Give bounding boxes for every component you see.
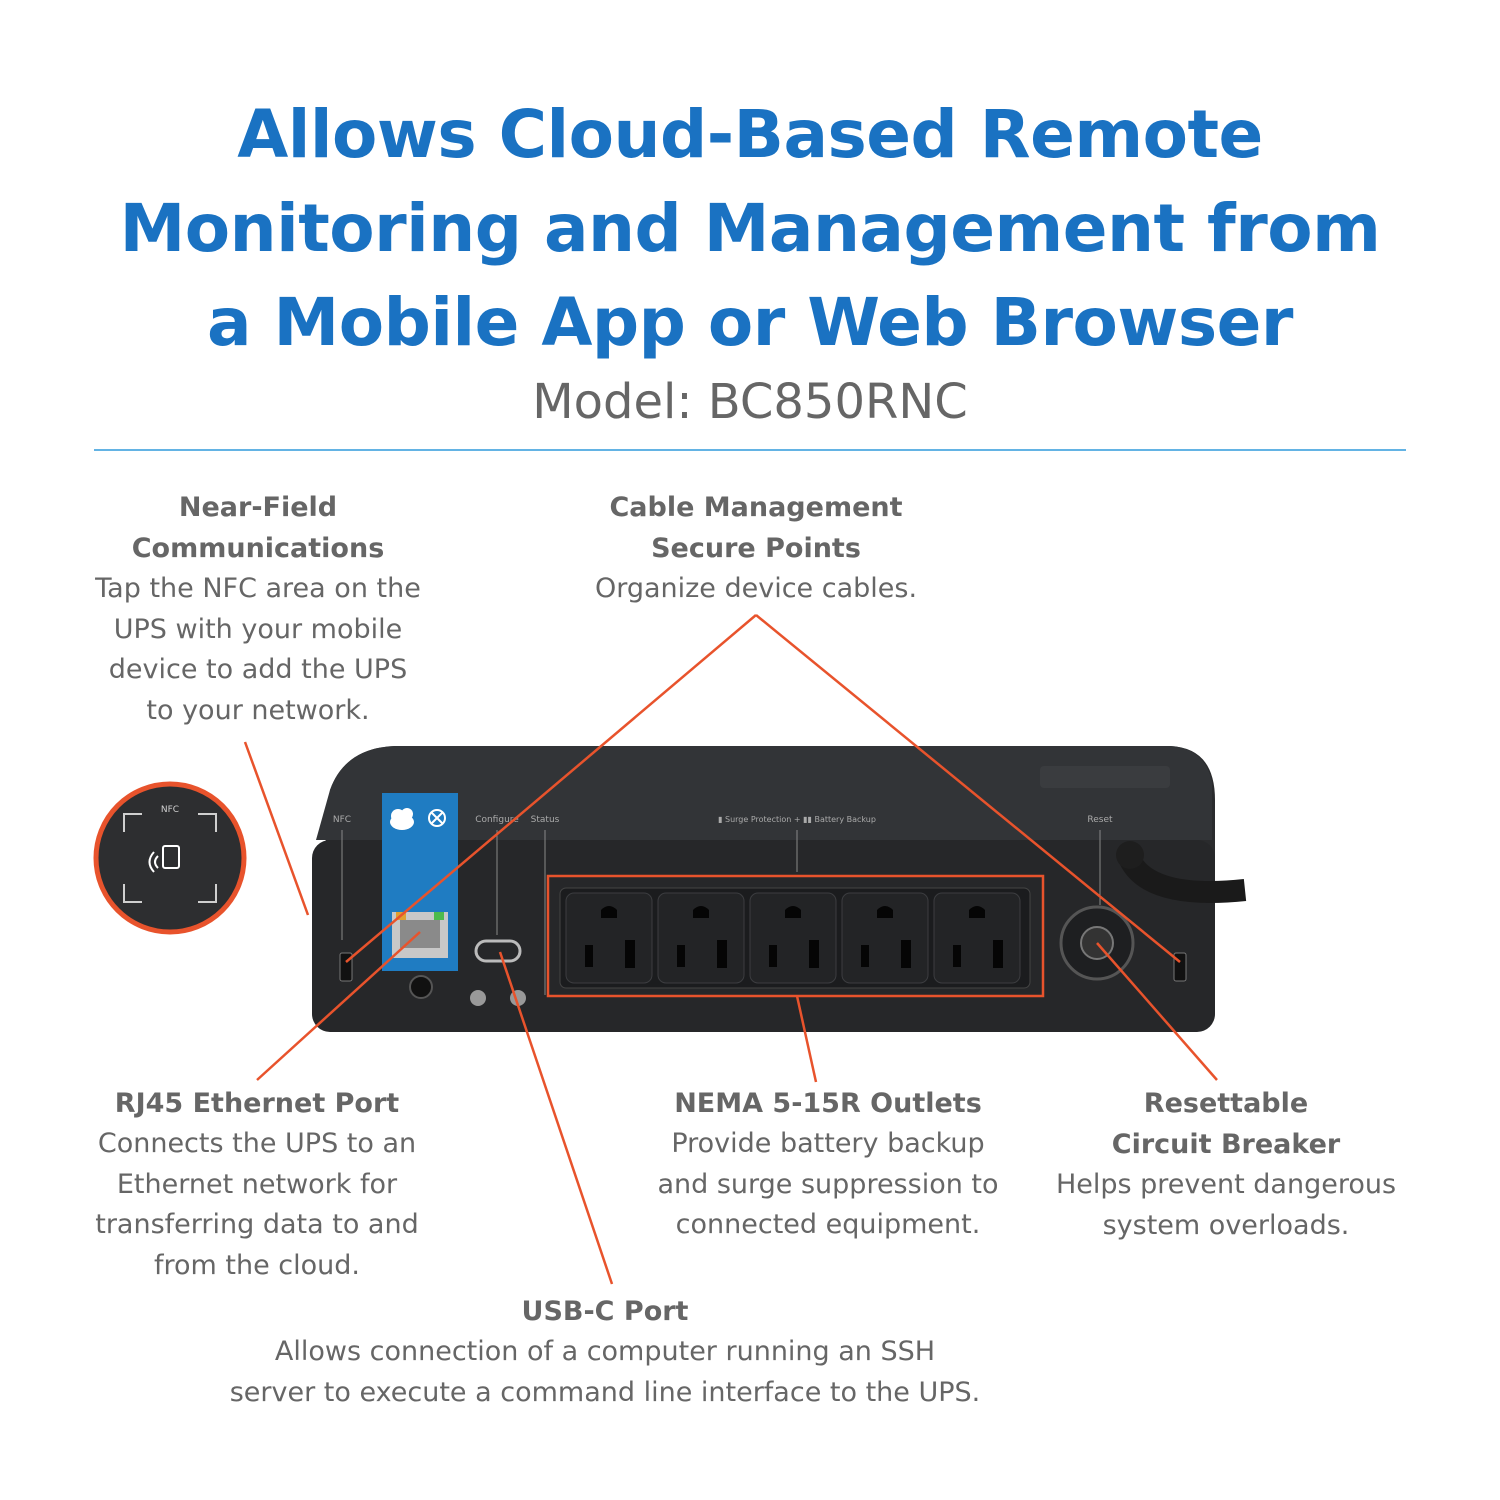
headline-line-1: Allows Cloud-Based Remote [237,96,1263,173]
outlet-ground-hole [969,906,985,918]
rj45-callout-desc-1: Connects the UPS to an [97,1128,417,1159]
outlet-slot [901,940,911,968]
nema-callout-desc-1: Provide battery backup [671,1128,985,1159]
outlet-slot [625,940,635,968]
outlet-group [565,892,1021,984]
cord-strain-relief [1116,841,1144,869]
nfc-callout-title-1: Near-Field [178,492,338,523]
usbc-callout-desc-2: server to execute a command line interfa… [229,1376,981,1408]
cable-callout-line-left [345,614,757,963]
breaker-callout-desc-1: Helps prevent dangerous [1055,1169,1397,1200]
status-device-label: Status [531,815,560,825]
outlets-highlight-box [546,874,1045,998]
callout-lines [243,614,1218,1285]
rj45-callout-title: RJ45 Ethernet Port [114,1088,400,1119]
cable-callout-line-right [755,614,1181,963]
divider-rule [94,449,1406,451]
rj45-callout-desc-4: from the cloud. [153,1249,360,1281]
cable-callout: Cable Management Secure Points Organize … [576,487,936,610]
breaker-callout: Resettable Circuit Breaker Helps prevent… [1040,1083,1412,1246]
nema-callout-title: NEMA 5-15R Outlets [674,1088,982,1119]
rj45-callout-line [256,931,421,1081]
breaker-callout-line [1096,942,1218,1081]
outlet-slot [585,945,593,967]
breaker-callout-desc-2: system overloads. [1102,1209,1350,1241]
headline-line-3: a Mobile App or Web Browser [207,284,1293,361]
nfc-inset-frame [123,813,217,903]
power-button [409,975,433,999]
outlet-slot [861,945,869,967]
nema-callout-desc-3: connected equipment. [675,1209,981,1240]
nfc-inset [93,781,247,935]
breaker-callout-title-2: Circuit Breaker [1111,1129,1341,1160]
brand-plate [1040,766,1170,788]
usbc-callout-line [498,951,614,1285]
nfc-callout-title-2: Communications [131,533,385,564]
outlet-ground-hole [877,906,893,918]
nema-callout: NEMA 5-15R Outlets Provide battery backu… [640,1083,1016,1246]
cable-callout-desc-1: Organize device cables. [594,573,918,604]
outlets-callout-line [795,995,818,1083]
power-cord [1120,854,1247,903]
headline-line-2: Monitoring and Management from [119,190,1381,267]
nfc-inset-label: NFC [161,805,179,815]
headline: Allows Cloud-Based Remote Monitoring and… [60,88,1440,370]
ups-top-edge [316,746,1212,840]
rj45-callout: RJ45 Ethernet Port Connects the UPS to a… [84,1083,430,1286]
surge-battery-device-label: ▮ Surge Protection + ▮▮ Battery Backup [718,815,876,824]
rj45-led-right [434,912,444,920]
nfc-callout-desc-3: device to add the UPS [108,654,408,685]
usbc-callout: USB-C Port Allows connection of a comput… [200,1291,1010,1413]
reset-device-label: Reset [1087,815,1113,825]
usbc-callout-desc-1: Allows connection of a computer running … [274,1336,936,1367]
outlet-slot [953,945,961,967]
outlet-slot [769,945,777,967]
nfc-tap-icon [148,845,180,873]
outlet-slot [809,940,819,968]
outlet-slot [677,945,685,967]
configure-led [470,990,486,1006]
nfc-callout-desc-1: Tap the NFC area on the [95,573,421,604]
cable-callout-title-1: Cable Management [609,492,903,523]
usb-c-port [474,939,522,963]
outlet-ground-hole [601,906,617,918]
nfc-callout: Near-Field Communications Tap the NFC ar… [88,487,428,731]
outlet-ground-hole [693,906,709,918]
outlet-slot [717,940,727,968]
nfc-device-label: NFC [333,815,351,825]
nema-callout-desc-2: and surge suppression to [657,1168,999,1200]
nfc-callout-line [243,741,310,916]
model-number: Model: BC850RNC [532,374,968,430]
configure-device-label: Configure [475,815,519,825]
cloud-icon [390,808,414,830]
outlet-ground-hole [785,906,801,918]
usbc-callout-title: USB-C Port [521,1296,689,1327]
breaker-callout-title-1: Resettable [1143,1088,1309,1119]
outlet-slot [993,940,1003,968]
rj45-callout-desc-2: Ethernet network for [116,1168,398,1200]
cable-callout-title-2: Secure Points [651,533,861,564]
rj45-callout-desc-3: transferring data to and [95,1209,419,1240]
nfc-callout-desc-2: UPS with your mobile [113,613,403,645]
network-icon [428,809,446,827]
nfc-callout-desc-4: to your network. [146,694,370,726]
